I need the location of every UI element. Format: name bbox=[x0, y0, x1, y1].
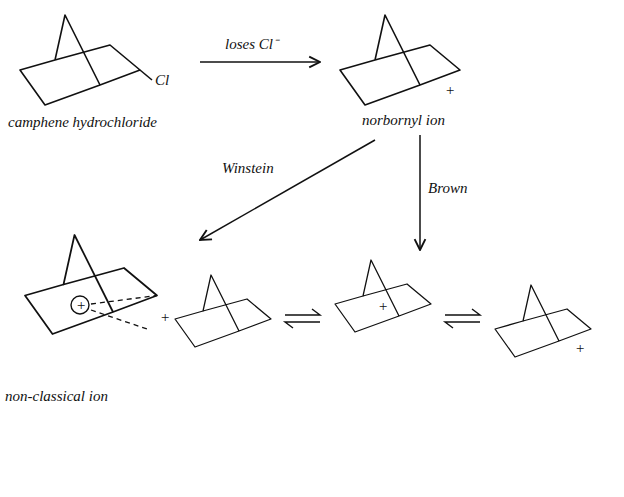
norbornane-skeleton bbox=[175, 275, 271, 347]
norbornane-skeleton bbox=[20, 15, 140, 105]
charge-sign: + bbox=[76, 297, 86, 313]
compound-name: non-classical ion bbox=[5, 388, 108, 404]
arrow-label: Winstein bbox=[222, 160, 274, 176]
norbornane-skeleton bbox=[340, 15, 460, 105]
partial-bond bbox=[91, 296, 157, 331]
bond-line bbox=[140, 70, 152, 80]
reaction-arrow bbox=[200, 140, 375, 240]
norbornane-skeleton bbox=[495, 285, 591, 357]
equilibrium-arrow bbox=[285, 309, 320, 328]
arrow-label: Brown bbox=[428, 180, 467, 196]
norbornane-skeleton bbox=[335, 260, 431, 332]
compound-name: norbornyl ion bbox=[362, 112, 445, 128]
charge-sign: + bbox=[445, 82, 455, 98]
arrow-label: loses Cl⁻ bbox=[225, 36, 278, 52]
reaction-arrow bbox=[419, 135, 421, 250]
charge-sign: + bbox=[575, 340, 585, 356]
charge-sign: + bbox=[378, 298, 388, 314]
charge-sign: + bbox=[160, 309, 170, 325]
equilibrium-arrow bbox=[445, 309, 480, 328]
compound-name: camphene hydrochloride bbox=[8, 114, 157, 130]
norbornane-skeleton bbox=[25, 235, 157, 334]
reaction-arrow bbox=[200, 61, 320, 63]
atom-label: Cl bbox=[155, 72, 169, 88]
charge-circle bbox=[71, 296, 89, 314]
